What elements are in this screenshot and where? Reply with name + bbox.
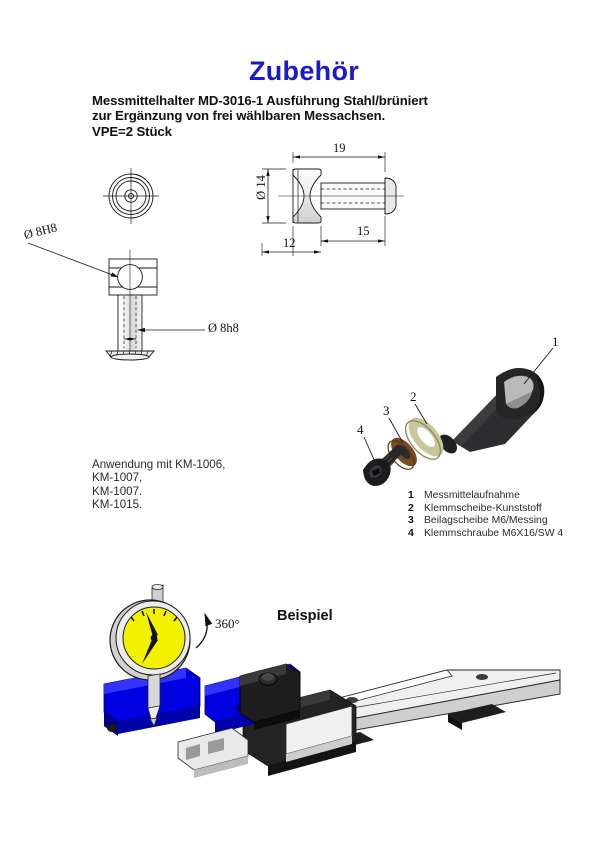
dimension-12: 12 xyxy=(283,236,296,250)
part-3-beilagscheibe-messing xyxy=(387,437,417,470)
spool-section-view xyxy=(278,168,404,224)
holder-cube xyxy=(239,663,301,730)
product-description-line-3: VPE=2 Stück xyxy=(92,123,172,139)
legend-row: 3 Beilagscheibe M6/Messing xyxy=(408,515,563,528)
rotation-arrow xyxy=(195,612,213,649)
dial-indicator xyxy=(109,584,191,727)
dimension-dia-8H8: Ø 8H8 xyxy=(22,220,59,243)
callout-number-1: 1 xyxy=(552,334,559,349)
dimension-15: 15 xyxy=(357,224,370,238)
application-note-line-4: KM-1015. xyxy=(92,498,143,512)
bolt-front-view xyxy=(105,250,158,361)
legend-item-label: Klemmschraube M6X16/SW 4 xyxy=(424,527,564,539)
callout-number-4: 4 xyxy=(357,422,364,437)
legend-item-label: Beilagscheibe M6/Messing xyxy=(424,515,548,527)
rotation-angle-label: 360° xyxy=(215,616,240,631)
clamp-block-left xyxy=(103,667,201,736)
legend-item-number: 2 xyxy=(408,502,414,514)
base-bracket xyxy=(177,727,249,778)
application-note-line-3: KM-1007. xyxy=(92,484,143,498)
application-note-line-2: KM-1007, xyxy=(92,471,143,485)
circular-section-view xyxy=(103,168,159,224)
dimension-dia-14: Ø 14 xyxy=(253,175,268,200)
legend-item-number: 1 xyxy=(408,490,414,501)
legend-row: 4 Klemmschraube M6X16/SW 4 xyxy=(408,528,563,541)
application-note-line-1: Anwendung mit KM-1006, xyxy=(92,458,226,471)
dimension-19: 19 xyxy=(333,141,346,155)
legend-row: 2 Klemmscheibe-Kunststoff xyxy=(408,503,563,516)
part-1-messmittelaufnahme xyxy=(438,368,545,454)
carriage-block xyxy=(242,689,357,776)
dimension-dia-8h8: Ø 8h8 xyxy=(208,321,239,335)
example-label: Beispiel xyxy=(277,608,333,624)
product-description-line-2: zur Ergänzung von frei wählbaren Messach… xyxy=(92,108,386,124)
exploded-assembly-illustration xyxy=(363,347,554,486)
legend-item-number: 4 xyxy=(408,527,414,539)
page-title: Zubehör xyxy=(248,56,360,86)
callout-number-3: 3 xyxy=(383,403,390,418)
legend-item-label: Messmittelaufnahme xyxy=(424,490,520,501)
legend-row: 1 Messmittelaufnahme xyxy=(408,490,563,503)
linear-guide-rail xyxy=(261,669,561,758)
part-4-klemmschraube xyxy=(363,444,404,486)
legend-item-label: Klemmscheibe-Kunststoff xyxy=(424,502,542,514)
callout-number-2: 2 xyxy=(410,389,417,404)
application-note: Anwendung mit KM-1006, KM-1007, KM-1007.… xyxy=(92,458,225,512)
product-description-line-1: Messmittelhalter MD-3016-1 Ausführung St… xyxy=(92,93,428,108)
part-2-klemmscheibe-kunststoff xyxy=(404,417,444,460)
parts-legend: 1 Messmittelaufnahme 2 Klemmscheibe-Kuns… xyxy=(408,490,563,540)
clamp-block-right xyxy=(204,663,301,734)
product-description: Messmittelhalter MD-3016-1 Ausführung St… xyxy=(92,93,562,139)
legend-item-number: 3 xyxy=(408,515,414,527)
